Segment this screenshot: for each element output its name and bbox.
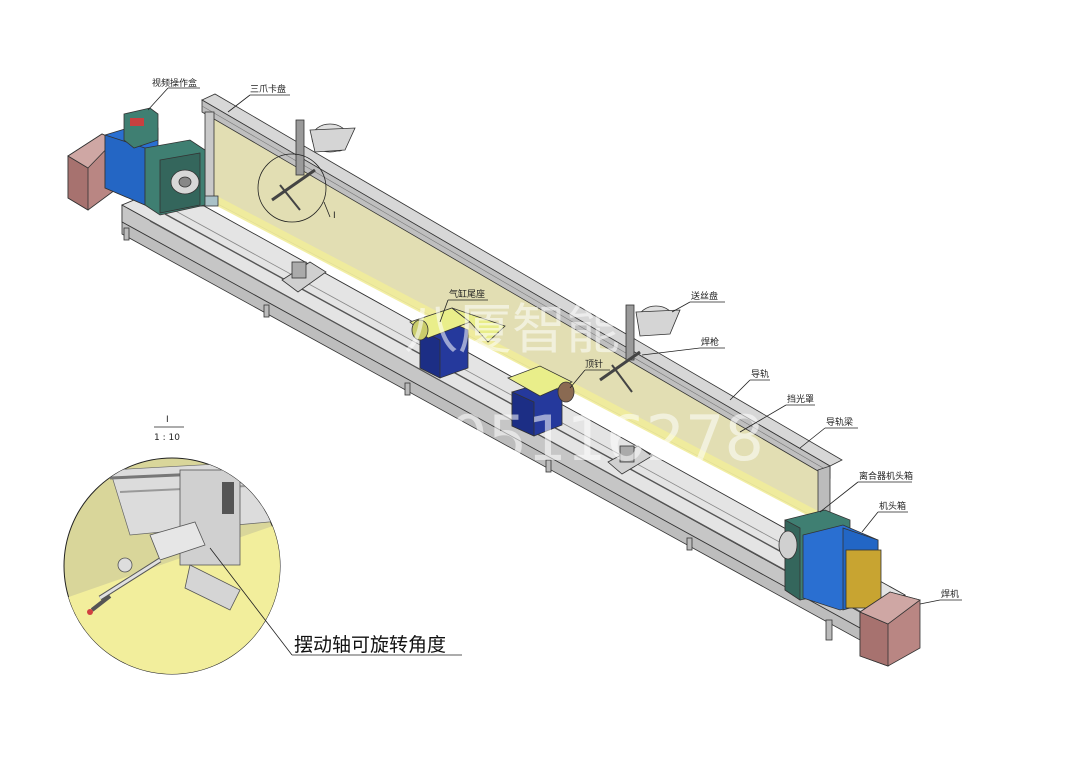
detail-marker: Ⅰ <box>333 211 336 221</box>
callouts: 视频操作盒 三爪卡盘 气缸尾座 送丝盘 焊枪 顶针 导轨 挡光罩 导轨梁 离合器… <box>147 77 962 605</box>
label-three-jaw-chuck: 三爪卡盘 <box>250 83 286 95</box>
rail-beam <box>199 93 843 547</box>
bed-clamp-left <box>281 261 327 293</box>
cylinder-tailstock-1 <box>409 307 506 379</box>
cylinder-tailstock-2 <box>507 365 575 437</box>
label-clutch-headbox: 离合器机头箱 <box>859 470 913 482</box>
label-cylinder-tailstock: 气缸尾座 <box>449 288 485 300</box>
torch-carriage-right <box>599 304 681 393</box>
right-welder <box>859 591 921 667</box>
watermark-phone: 13505116278 <box>330 402 764 475</box>
detail-view-id: Ⅰ <box>166 415 169 425</box>
bed-clamp-right <box>607 445 653 475</box>
detail-view: Ⅰ 1 : 10 摆动轴可旋转角度 <box>63 415 462 675</box>
label-headbox: 机头箱 <box>879 500 906 512</box>
torch-carriage-left: Ⅰ <box>257 119 356 223</box>
label-top-center: 顶针 <box>585 358 603 370</box>
label-video-box: 视频操作盒 <box>152 77 197 89</box>
detail-scale: 1 : 10 <box>154 433 180 443</box>
label-guide-rail: 导轨 <box>751 368 769 380</box>
label-rail-beam: 导轨梁 <box>826 416 853 428</box>
right-headstock <box>778 509 882 611</box>
label-welder: 焊机 <box>941 588 959 600</box>
watermark-company: 八厦智能 <box>404 298 620 361</box>
detail-caption: 摆动轴可旋转角度 <box>294 634 446 656</box>
label-welding-torch: 焊枪 <box>701 336 719 348</box>
label-light-shield: 挡光罩 <box>787 393 814 405</box>
label-wire-feeder: 送丝盘 <box>691 290 718 302</box>
left-headstock <box>67 107 206 216</box>
